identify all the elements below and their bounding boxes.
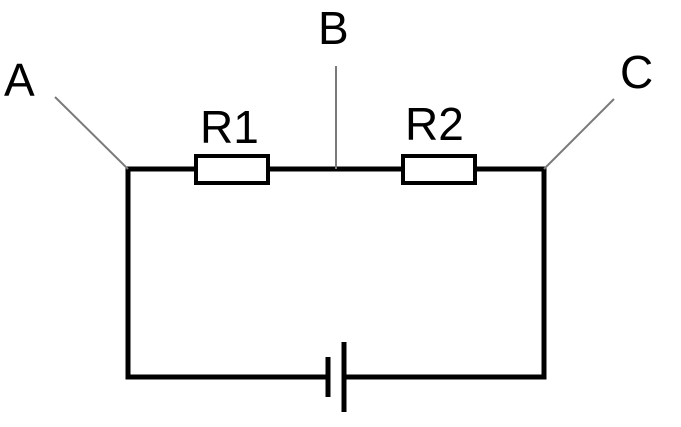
node-label-a: A [4, 54, 35, 106]
component-label-r1: R1 [200, 101, 259, 153]
resistor-r1 [194, 154, 270, 185]
node-label-b: B [318, 2, 349, 54]
node-label-c: C [620, 46, 653, 98]
resistor-r2 [401, 154, 477, 185]
leader-line-a [54, 96, 129, 170]
component-label-r2: R2 [405, 98, 464, 150]
leader-line-c [543, 98, 615, 170]
